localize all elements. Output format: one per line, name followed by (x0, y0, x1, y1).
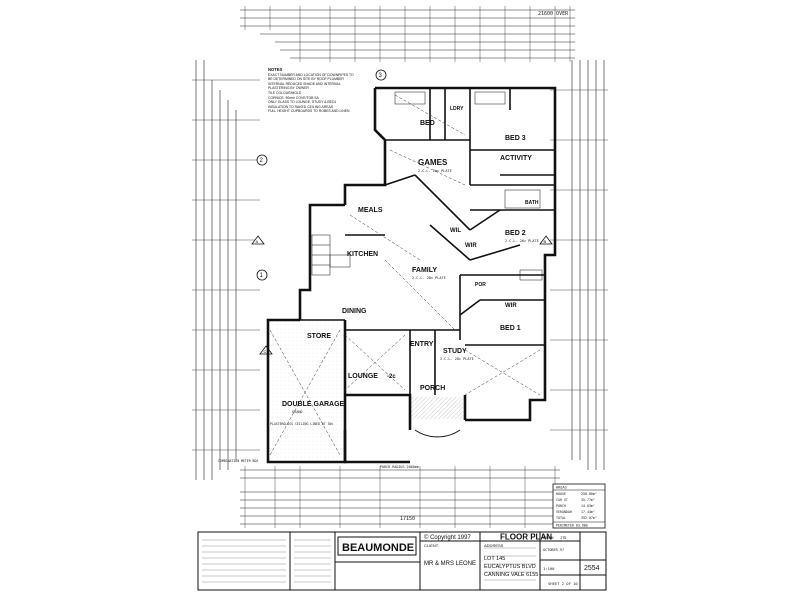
company-logo-box (337, 536, 417, 556)
sheet-number: SHEET 2 OF 10 (548, 581, 578, 586)
notes-heading: NOTES (268, 67, 283, 72)
room-bed-2-note: 2.C.L. 26c PLATE (505, 239, 539, 243)
drawing-title: FLOOR PLAN (500, 533, 552, 542)
porch-hatch (411, 397, 463, 419)
room-lounge: LOUNGE (348, 373, 378, 380)
address-line-1: LOT 145 (484, 556, 505, 562)
room-family: FAMILY (412, 267, 437, 274)
client-name: MR & MRS LEONE (424, 561, 476, 567)
area-row-name: PORCH (556, 504, 566, 508)
area-row-name: CAR ST (556, 498, 568, 502)
house-walls (266, 86, 557, 464)
note-item: TILE COLOUR/MOLD (268, 90, 302, 95)
porch-radius-note: PORCH RADIUS 2660mm (380, 465, 419, 469)
grid-marker-3: 3 (379, 73, 383, 79)
room-games-note: 2.C.L. 2bc PLATE (418, 169, 452, 173)
top-dimension-lines (240, 6, 575, 62)
room-study-note: 2.C.L. 28c PLATE (440, 357, 474, 361)
job-number: 2554 (584, 565, 600, 572)
copyright-text: © Copyright 1997 (424, 534, 471, 541)
address-line-3: CANNING VALE 6155 (484, 572, 538, 578)
area-row-value: 392.07m² (581, 516, 597, 520)
section-marker-c: C (264, 349, 267, 354)
room-lounge-note: -2c (387, 374, 396, 380)
area-row-value: 14.03m² (581, 504, 595, 508)
room-bed: BED (420, 120, 435, 127)
room-family-note: 2.C.L. 28c PLATE (412, 276, 446, 280)
room-porch: PORCH (420, 385, 445, 392)
room-study: STUDY (443, 348, 467, 355)
room-entry: ENTRY (410, 341, 434, 348)
title-block (197, 531, 607, 591)
room-wir-1: WIR (505, 303, 517, 309)
room-bed-1: BED 1 (500, 325, 521, 332)
area-row-name: HOUSE (556, 492, 566, 496)
section-marker-b: B (544, 239, 547, 244)
room-dining: DINING (342, 308, 367, 315)
meter-box-note: COMBINATION METER BOX (218, 459, 258, 463)
note-item: CORNICE: 90mm COVE/TOB SA (268, 95, 319, 100)
joinery-details (311, 91, 543, 281)
note-item: ONLY GLASS TO LOUNGE, STUDY & BED1 (268, 100, 337, 105)
room-wir-2: WIR (465, 243, 477, 249)
porch-radius-arc (414, 429, 461, 438)
section-marker-a: A (256, 239, 259, 244)
perimeter-value: PERIMETER 83.98m (556, 524, 588, 528)
room-double-garage: DOUBLE GARAGE (282, 401, 345, 408)
area-row-value: 258.80m² (581, 492, 597, 496)
room-labels: GAMES 2.C.L. 2bc PLATE ACTIVITY BED BED … (282, 106, 539, 414)
garage-ceiling-note: PLASTERGLASS CEILING LINED AT 30c (270, 422, 333, 426)
room-garage-note: GRANO (292, 410, 303, 414)
note-item: EXACT NUMBER AND LOCATION OF DOWNPIPES T… (268, 72, 354, 82)
grid-marker-1: 1 (260, 273, 264, 279)
grid-markers (256, 69, 387, 281)
room-store: STORE (307, 333, 331, 340)
room-bed-2: BED 2 (505, 230, 526, 237)
room-ldry: LDRY (450, 106, 464, 112)
internal-walls (300, 88, 555, 395)
note-item: INSULATION TO RAKED CEILING AREAS (268, 104, 334, 109)
room-meals: MEALS (358, 207, 383, 214)
area-row-value: 17.44m² (581, 510, 595, 514)
address-label: ADDRESS (484, 543, 504, 548)
room-bed-3: BED 3 (505, 135, 526, 142)
room-games: GAMES (418, 158, 448, 167)
drawn-value: JTD (560, 536, 566, 540)
drawn-label: DRAWN (543, 536, 554, 540)
grid-marker-2: 2 (260, 158, 264, 164)
room-wil: WIL (450, 228, 461, 234)
room-activity: ACTIVITY (500, 155, 532, 162)
bottom-dimension-lines (240, 466, 560, 528)
date-value: OCTOBER 97 (543, 548, 564, 552)
overall-width-label: 21600 OVER (538, 11, 569, 17)
client-label: CLIENT: (424, 543, 439, 548)
room-bath: BATH (525, 200, 539, 206)
bottom-total-dimension: 17150 (400, 516, 415, 522)
address-line-2: EUCALYPTUS BLVD (484, 564, 536, 570)
area-row-value: 35.77m² (581, 498, 595, 502)
note-item: FULL HEIGHT CUPBOARDS TO ROBES AND LINEN (268, 109, 350, 114)
left-dimension-lines (192, 60, 260, 480)
scale-value: 1:100 (543, 566, 555, 571)
room-por: POR (475, 282, 486, 288)
company-logo: BEAUMONDE (342, 542, 414, 554)
ceiling-rake-lines (269, 94, 541, 456)
note-item: INTERNAL REDUCED SHADE AND INTERNAL PLAS… (268, 81, 341, 91)
room-kitchen: KITCHEN (347, 251, 378, 258)
garage-floor-fill (270, 322, 344, 460)
areas-header: AREAS (556, 486, 567, 490)
area-row-name: VERANDAH (556, 510, 572, 514)
area-row-name: TOTAL (556, 516, 566, 520)
areas-table: AREAS HOUSE 258.80m² CAR ST 35.77m² PORC… (552, 483, 606, 529)
right-dimension-lines (550, 60, 608, 470)
plan-notes: NOTES EXACT NUMBER AND LOCATION OF DOWNP… (268, 67, 358, 114)
